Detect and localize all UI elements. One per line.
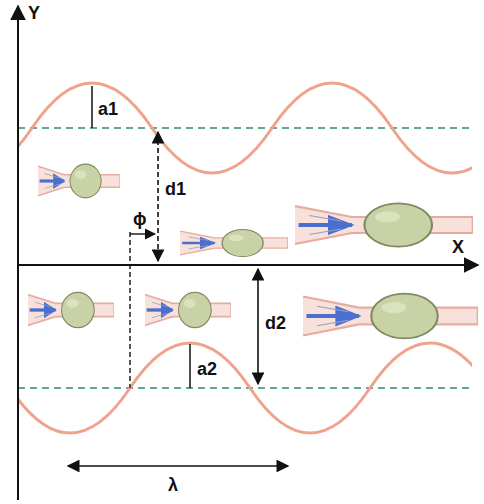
d1-dimension [157, 132, 159, 261]
phase-arrow [130, 233, 155, 234]
phase-guide [129, 232, 130, 388]
axis-label: Y [28, 4, 40, 22]
cell-icon [28, 292, 114, 327]
cell-icon [145, 292, 231, 327]
axis-label: X [452, 238, 464, 256]
y-axis [17, 6, 19, 500]
dimension-label: d2 [265, 314, 286, 332]
wavelength-dimension [68, 465, 288, 467]
dimension-label: λ [168, 476, 178, 494]
dimension-label: ϕ [133, 210, 147, 228]
d2-dimension [257, 269, 259, 384]
cell-icon [38, 164, 120, 198]
cell-icon [295, 203, 473, 246]
cell-icon [180, 229, 288, 256]
x-axis [18, 264, 478, 266]
upper-mean-line [18, 127, 472, 129]
lower-mean-line [18, 387, 472, 389]
dimension-label: a2 [197, 360, 217, 378]
upper-wall [18, 83, 472, 173]
dimension-label: d1 [165, 180, 186, 198]
amplitude-tick [91, 86, 93, 128]
dimension-label: a1 [98, 100, 118, 118]
amplitude-tick [189, 344, 191, 388]
lower-wall [18, 343, 472, 433]
cell-icon [303, 294, 478, 339]
